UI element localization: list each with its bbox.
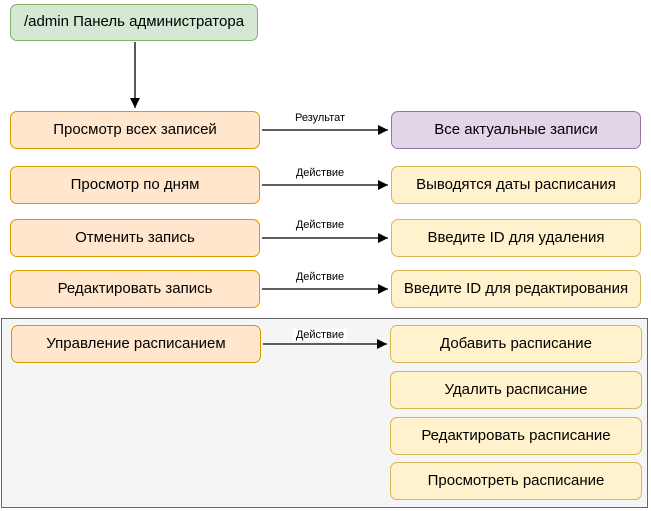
node-delete-schedule: Удалить расписание: [390, 371, 642, 409]
node-enter-id-edit: Введите ID для редактирования: [391, 270, 641, 308]
node-manage-schedule: Управление расписанием: [11, 325, 261, 363]
node-view-by-days: Просмотр по дням: [10, 166, 260, 204]
node-edit-schedule: Редактировать расписание: [390, 417, 642, 455]
node-all-actual-records: Все актуальные записи: [391, 111, 641, 149]
node-edit-record: Редактировать запись: [10, 270, 260, 308]
node-cancel-record: Отменить запись: [10, 219, 260, 257]
node-enter-id-delete: Введите ID для удаления: [391, 219, 641, 257]
edge-label-action-3: Действие: [270, 269, 370, 285]
edge-label-action-4: Действие: [270, 327, 370, 343]
node-view-schedule: Просмотреть расписание: [390, 462, 642, 500]
node-add-schedule: Добавить расписание: [390, 325, 642, 363]
edge-label-action-2: Действие: [270, 217, 370, 233]
edge-label-result: Результат: [270, 110, 370, 126]
node-view-all-records: Просмотр всех записей: [10, 111, 260, 149]
edge-label-action-1: Действие: [270, 165, 370, 181]
node-admin-panel: /admin Панель администратора: [10, 4, 258, 41]
node-schedule-dates-output: Выводятся даты расписания: [391, 166, 641, 204]
